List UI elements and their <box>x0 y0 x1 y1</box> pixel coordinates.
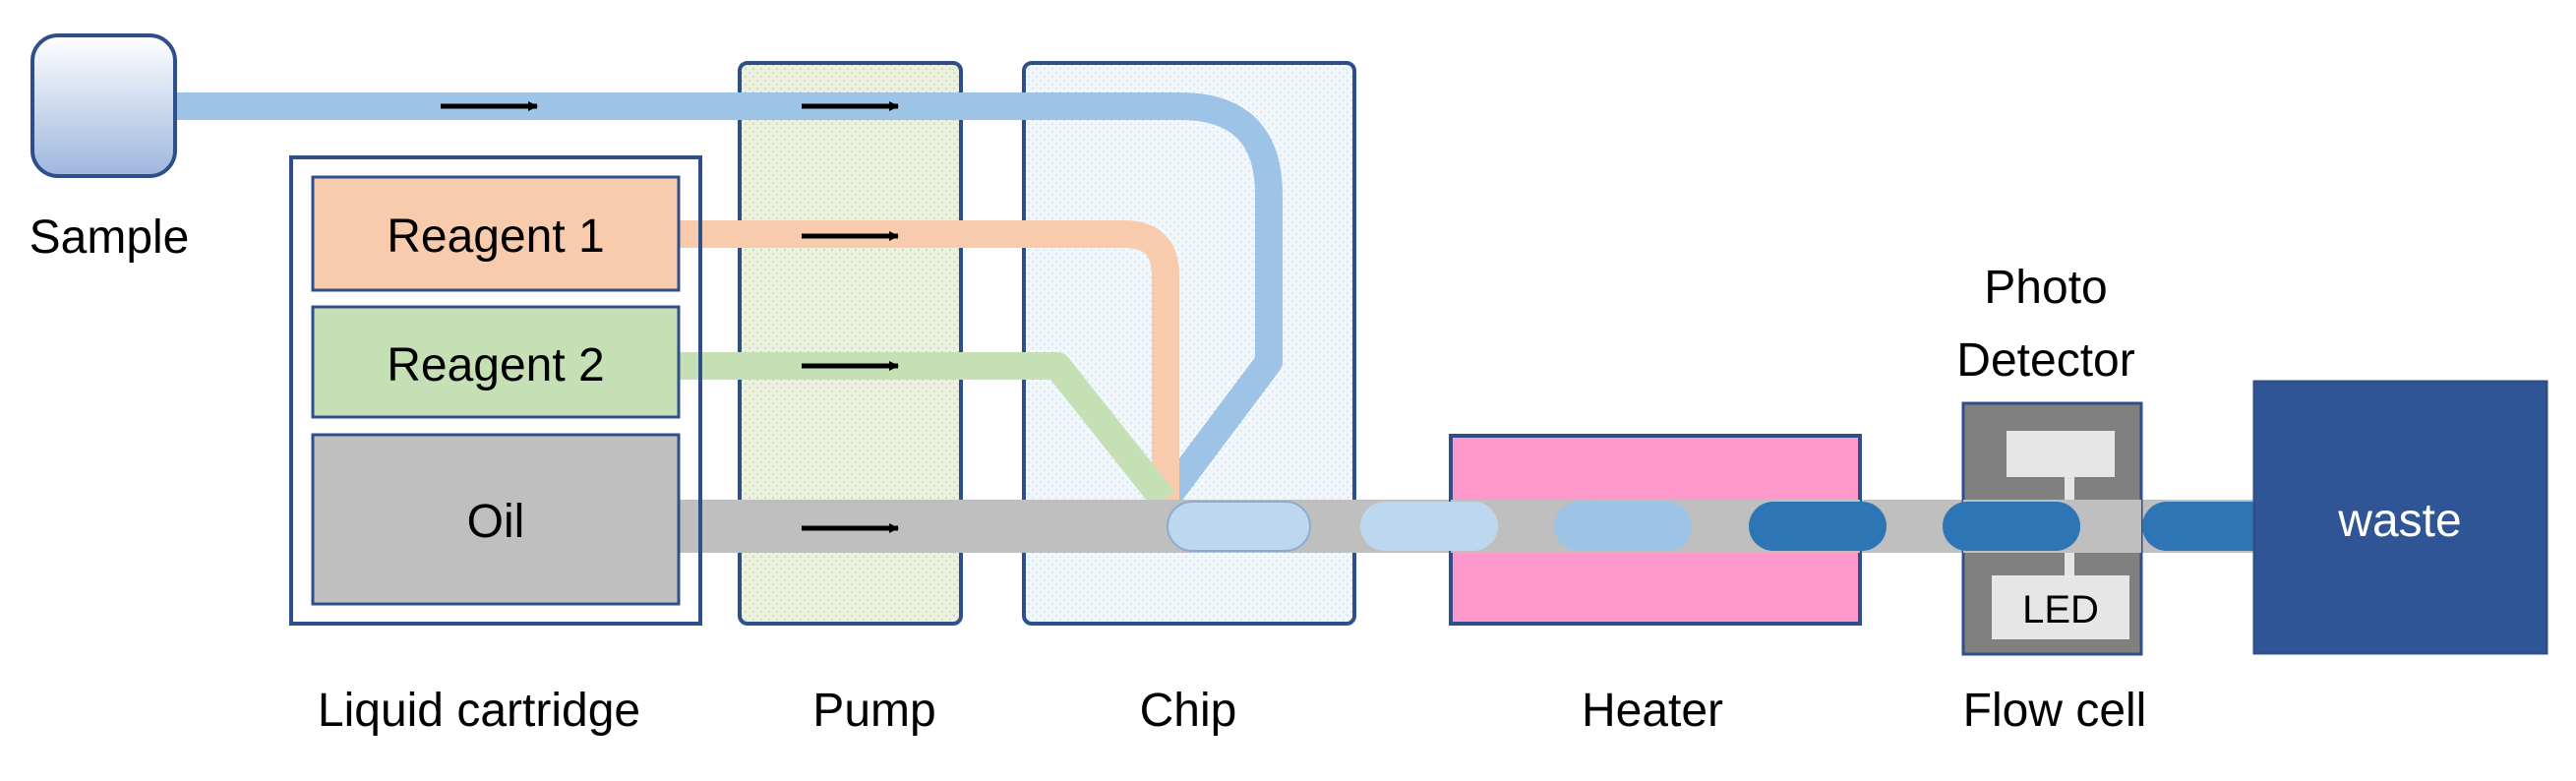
liquid-cartridge-frame <box>289 155 702 626</box>
waste-box <box>2252 380 2548 655</box>
photo-detector-element <box>2007 431 2115 477</box>
photo-detector-label-line1: Photo <box>1984 262 2107 314</box>
led-box <box>1992 575 2129 639</box>
pump-panel <box>738 61 963 626</box>
droplet <box>1749 502 1887 551</box>
reagent1-tube <box>679 220 1179 500</box>
pump-label: Pump <box>812 685 935 737</box>
reagent1-box <box>311 175 681 292</box>
reagent2-label: Reagent 2 <box>387 339 605 391</box>
sample-vial-icon <box>30 33 177 178</box>
droplet <box>1360 502 1498 551</box>
droplet <box>1554 502 1692 551</box>
liquid-cartridge-label: Liquid cartridge <box>318 685 640 737</box>
detector-stem <box>2065 477 2074 507</box>
reagent2-box <box>311 305 681 419</box>
photo-detector-label-line2: Detector <box>1956 334 2134 387</box>
waste-label: waste <box>2337 495 2461 547</box>
led-label: LED <box>2022 588 2099 631</box>
oil-box <box>311 433 681 606</box>
droplet <box>1943 502 2080 551</box>
reagent1-label: Reagent 1 <box>387 210 605 263</box>
sample-label: Sample <box>30 211 190 264</box>
sample-tube <box>175 92 1283 509</box>
flow-arrows <box>441 101 899 533</box>
led-stem <box>2065 546 2074 575</box>
flow-cell-label: Flow cell <box>1963 685 2147 737</box>
oil-label: Oil <box>467 496 525 548</box>
heater-label: Heater <box>1582 685 1723 737</box>
chip-label: Chip <box>1140 685 1237 737</box>
droplet <box>1167 501 1311 552</box>
